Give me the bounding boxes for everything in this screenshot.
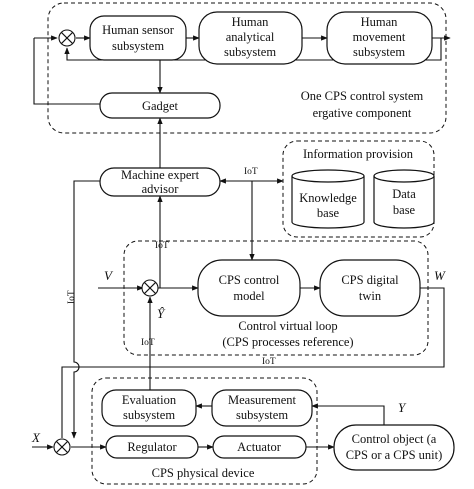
block-human-movement-subsystem: Human movement subsystem bbox=[326, 11, 433, 65]
group-cps-control-system bbox=[47, 2, 447, 134]
svg-text:Evaluation: Evaluation bbox=[122, 393, 177, 407]
block-human-sensor-subsystem: Human sensor subsystem bbox=[89, 15, 187, 61]
sum-junction-virtual bbox=[141, 279, 159, 297]
svg-text:Human: Human bbox=[361, 15, 399, 29]
database-knowledge-base: Knowledge base bbox=[291, 169, 365, 229]
svg-text:base: base bbox=[393, 203, 416, 217]
svg-text:Human sensor: Human sensor bbox=[102, 23, 175, 37]
svg-text:movement: movement bbox=[353, 30, 406, 44]
label-iot-left: IoT bbox=[67, 290, 77, 304]
label-iot-model: IoT bbox=[155, 241, 169, 251]
svg-text:CPS control: CPS control bbox=[219, 273, 280, 287]
block-machine-expert-advisor: Machine expert advisor bbox=[99, 167, 221, 197]
label-v: V bbox=[104, 268, 114, 283]
label-iot-eval: IoT bbox=[141, 338, 155, 348]
label-control-virtual-loop-1: Control virtual loop bbox=[238, 319, 337, 333]
svg-text:Measurement: Measurement bbox=[228, 393, 297, 407]
svg-text:subsystem: subsystem bbox=[236, 408, 288, 422]
svg-text:model: model bbox=[233, 289, 265, 303]
sum-junction-physical bbox=[53, 438, 71, 456]
label-iot-twin: IoT bbox=[262, 357, 276, 367]
svg-text:CPS digital: CPS digital bbox=[341, 273, 399, 287]
svg-text:Machine expert: Machine expert bbox=[121, 168, 200, 182]
svg-text:CPS or a CPS unit): CPS or a CPS unit) bbox=[346, 448, 443, 462]
svg-text:analytical: analytical bbox=[226, 30, 275, 44]
svg-text:advisor: advisor bbox=[142, 182, 180, 196]
block-gadget: Gadget bbox=[99, 92, 221, 119]
line-twin-out bbox=[61, 287, 445, 438]
svg-text:base: base bbox=[317, 206, 340, 220]
svg-text:Gadget: Gadget bbox=[142, 99, 179, 113]
block-cps-digital-twin: CPS digital twin bbox=[319, 259, 421, 317]
label-x: X bbox=[31, 430, 41, 445]
line-expert-to-physical bbox=[73, 180, 100, 355]
label-cps-physical-device: CPS physical device bbox=[152, 466, 255, 480]
block-human-analytical-subsystem: Human analytical subsystem bbox=[198, 11, 303, 65]
label-cps-control-system-2: ergative component bbox=[313, 106, 412, 120]
svg-text:Regulator: Regulator bbox=[127, 440, 177, 454]
svg-text:Data: Data bbox=[392, 187, 416, 201]
label-control-virtual-loop-2: (CPS processes reference) bbox=[222, 335, 353, 349]
block-actuator: Actuator bbox=[212, 435, 307, 459]
label-iot-expert: IoT bbox=[244, 167, 258, 177]
label-information-provision: Information provision bbox=[303, 147, 414, 161]
svg-text:Actuator: Actuator bbox=[237, 440, 282, 454]
line-gadget-left bbox=[33, 38, 100, 105]
svg-text:twin: twin bbox=[359, 289, 382, 303]
label-y: Y bbox=[398, 400, 407, 415]
block-control-object: Control object (a CPS or a CPS unit) bbox=[333, 424, 455, 471]
block-cps-control-model: CPS control model bbox=[197, 259, 301, 317]
svg-text:Knowledge: Knowledge bbox=[299, 191, 357, 205]
block-regulator: Regulator bbox=[105, 435, 199, 459]
group-cps-physical-device bbox=[91, 377, 318, 485]
label-y-hat: Ŷ bbox=[157, 306, 166, 321]
svg-text:subsystem: subsystem bbox=[112, 39, 164, 53]
svg-text:subsystem: subsystem bbox=[353, 45, 405, 59]
line-iot-bridge bbox=[71, 355, 80, 439]
svg-text:subsystem: subsystem bbox=[123, 408, 175, 422]
line-object-to-meas bbox=[311, 403, 385, 425]
block-measurement-subsystem: Measurement subsystem bbox=[211, 389, 313, 427]
block-evaluation-subsystem: Evaluation subsystem bbox=[101, 389, 197, 427]
label-cps-control-system-1: One CPS control system bbox=[301, 89, 424, 103]
svg-text:Human: Human bbox=[232, 15, 270, 29]
label-w: W bbox=[434, 268, 446, 283]
svg-text:Control object (a: Control object (a bbox=[352, 432, 437, 446]
database-data-base: Data base bbox=[373, 169, 435, 229]
sum-junction-top bbox=[58, 29, 76, 47]
svg-text:subsystem: subsystem bbox=[224, 45, 276, 59]
